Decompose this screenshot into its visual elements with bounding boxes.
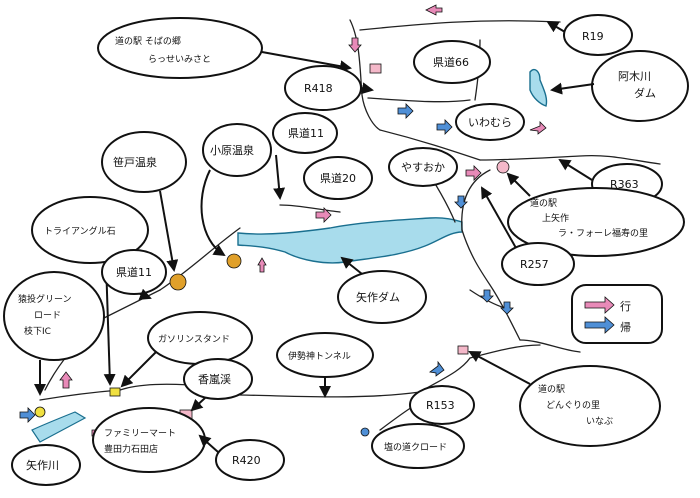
svg-text:ラ・フォーレ福寿の里: ラ・フォーレ福寿の里 (558, 227, 648, 239)
legend-return-arrow (584, 316, 615, 334)
svg-text:R153: R153 (426, 399, 455, 412)
svg-text:らっせいみさと: らっせいみさと (148, 54, 211, 65)
svg-text:枝下IC: 枝下IC (24, 325, 51, 337)
svg-text:阿木川: 阿木川 (618, 70, 651, 83)
agigawa-lake (529, 68, 548, 107)
label-r420: R420 (198, 434, 285, 481)
svg-text:伊勢神トンネル: 伊勢神トンネル (288, 350, 351, 362)
ic-icon (360, 427, 370, 437)
svg-text:やすおか: やすおか (401, 161, 445, 174)
michinoeki-icon (457, 345, 469, 355)
svg-text:県道11: 県道11 (288, 126, 324, 140)
arrow-go (59, 371, 73, 389)
label-gasoline-stand: ガソリンスタンド (120, 311, 253, 388)
arrow-return (397, 103, 414, 119)
svg-text:塩の道クロード: 塩の道クロード (384, 441, 447, 453)
svg-text:矢作川: 矢作川 (26, 458, 59, 472)
label-sasado-onsen: 笹戸温泉 (101, 131, 187, 272)
ic-icon (34, 406, 46, 418)
svg-text:ファミリーマート: ファミリーマート (104, 429, 176, 439)
arrow-return (500, 301, 514, 315)
svg-text:ダム: ダム (634, 86, 656, 100)
svg-text:いわむら: いわむら (468, 116, 512, 129)
svg-text:いなぶ: いなぶ (586, 416, 613, 427)
label-agigawa-dam: 阿木川 ダム (550, 50, 689, 122)
arrow-go (425, 4, 443, 16)
arrow-go (348, 37, 362, 53)
label-familymart: ファミリーマート 豊田力石田店 (92, 407, 206, 473)
label-r418: R418 (284, 65, 374, 111)
label-kendo20: 県道20 (303, 156, 373, 200)
svg-text:矢作ダム: 矢作ダム (356, 290, 400, 304)
arrow-return (454, 195, 468, 209)
label-michinoeki-kamiyahagi: 道の駅 上矢作 ラ・フォーレ福寿の里 (506, 172, 685, 257)
svg-text:道の駅 そばの郷: 道の駅 そばの郷 (115, 35, 181, 47)
svg-text:R420: R420 (232, 454, 261, 467)
label-yahagigawa: 矢作川 (11, 444, 81, 486)
arrow-return (480, 289, 494, 303)
label-obara-onsen: 小原温泉 (200, 123, 272, 257)
label-michinoeki-donguri: 道の駅 どんぐりの里 いなぶ (468, 351, 661, 447)
arrow-go (529, 121, 547, 135)
svg-text:県道11: 県道11 (116, 265, 152, 279)
svg-text:豊田力石田店: 豊田力石田店 (104, 443, 158, 455)
label-triangle-ikari: トライアングル石 (31, 196, 149, 386)
svg-text:猿投グリーン: 猿投グリーン (18, 293, 72, 305)
yahagi-river (31, 217, 463, 443)
label-yasuoka: やすおか (388, 147, 458, 187)
svg-text:小原温泉: 小原温泉 (210, 143, 254, 157)
svg-text:ガソリンスタンド: ガソリンスタンド (158, 334, 230, 345)
michinoeki-icon (369, 63, 382, 74)
label-r257: R257 (481, 186, 575, 286)
label-michinoeki-sobanosato: 道の駅 そばの郷 らっせいみさと (97, 17, 352, 79)
svg-text:トライアングル石: トライアングル石 (44, 225, 116, 237)
svg-text:R257: R257 (520, 258, 549, 271)
arrow-go (436, 119, 453, 135)
label-r19: R19 (546, 14, 633, 56)
svg-text:県道66: 県道66 (433, 55, 469, 69)
arrow-go (257, 257, 267, 273)
svg-text:上矢作: 上矢作 (542, 212, 569, 224)
onsen-icon (226, 253, 242, 269)
direction-arrows (19, 4, 547, 441)
michinoeki-icon (496, 160, 510, 174)
svg-text:香嵐渓: 香嵐渓 (198, 373, 231, 386)
label-r153: R153 (409, 385, 475, 425)
arrow-go (315, 207, 332, 223)
svg-text:笹戸温泉: 笹戸温泉 (113, 155, 157, 169)
svg-text:道の駅: 道の駅 (538, 383, 565, 395)
gas-station-icon (109, 387, 121, 397)
label-kendo11-top: 県道11 (272, 112, 338, 200)
arrow-return (429, 360, 445, 377)
label-kendo66: 県道66 (413, 40, 491, 84)
svg-text:県道20: 県道20 (320, 171, 356, 185)
label-shiokurod: 塩の道クロード (371, 423, 465, 469)
svg-text:どんぐりの里: どんぐりの里 (546, 400, 600, 411)
svg-text:道の駅: 道の駅 (530, 197, 557, 209)
arrow-go (465, 165, 482, 181)
svg-text:R19: R19 (582, 30, 604, 43)
svg-text:R418: R418 (304, 82, 333, 95)
label-yahagi-dam: 矢作ダム (337, 256, 427, 324)
legend-go-arrow (584, 296, 615, 314)
svg-text:ロード: ロード (34, 311, 61, 321)
legend: 行 帰 (571, 284, 663, 344)
onsen-icon (169, 273, 187, 291)
label-sanage-green-road: 猿投グリーン ロード 枝下IC (3, 271, 105, 396)
legend-go-label: 行 (620, 300, 631, 313)
arrow-return (19, 407, 36, 423)
svg-text:R363: R363 (610, 178, 639, 191)
legend-return-label: 帰 (620, 321, 631, 334)
label-iwamura: いわむら (455, 103, 525, 141)
label-igami-tunnel: 伊勢神トンネル (276, 332, 374, 398)
label-kendo11-left: 県道11 (101, 249, 167, 300)
label-kourankei: 香嵐渓 (183, 358, 253, 412)
